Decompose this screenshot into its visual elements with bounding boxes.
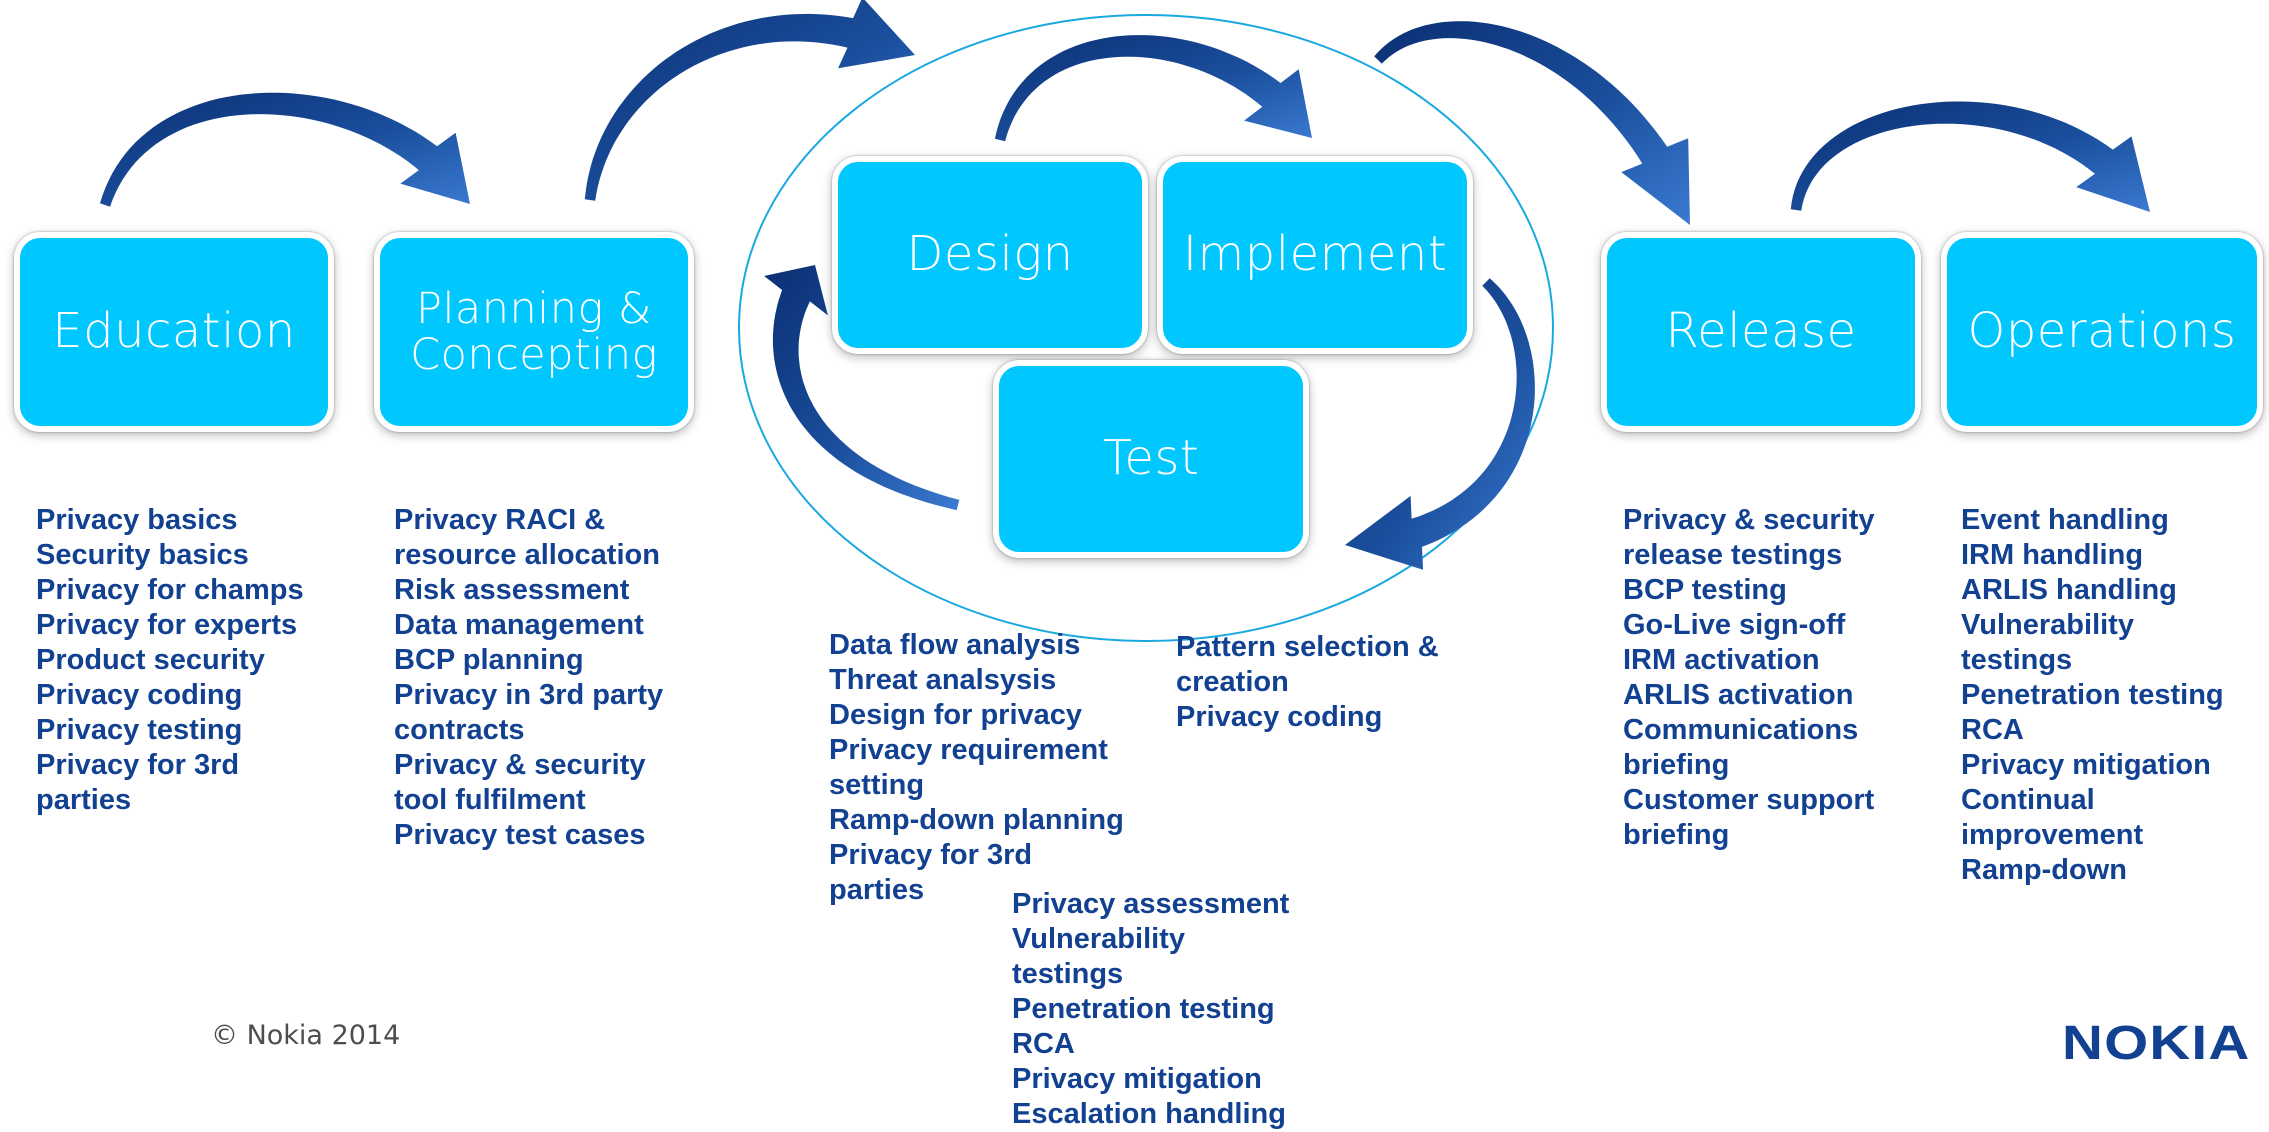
- activity-item: Privacy for 3rd: [36, 749, 240, 781]
- activity-item: IRM activation: [1623, 644, 1820, 676]
- phase-box-planning: Planning & Concepting: [374, 232, 694, 432]
- activity-item: Design for privacy: [829, 699, 1083, 731]
- activity-item: Customer support: [1623, 784, 1875, 816]
- activity-item: Threat analsysis: [829, 664, 1057, 696]
- activity-item: BCP testing: [1623, 574, 1787, 606]
- activity-item: Privacy requirement: [829, 734, 1108, 766]
- activity-item: improvement: [1961, 819, 2144, 851]
- activity-item: Privacy & security: [1623, 504, 1875, 536]
- copyright-text: © Nokia 2014: [211, 1020, 401, 1051]
- phase-box-education: Education: [14, 232, 334, 432]
- activity-item: release testings: [1623, 539, 1843, 571]
- activity-item: setting: [829, 769, 925, 801]
- activity-item: testings: [1012, 958, 1124, 990]
- activity-item: Privacy RACI &: [394, 504, 606, 536]
- arrow-implement-to-test: [1345, 278, 1535, 570]
- activity-item: IRM handling: [1961, 539, 2144, 571]
- phase-label-education: Education: [52, 303, 296, 360]
- activity-item: Escalation handling: [1012, 1098, 1286, 1130]
- activity-item: Penetration testing: [1961, 679, 2224, 711]
- activity-item: Data management: [394, 609, 644, 641]
- activity-item: Vulnerability: [1012, 923, 1185, 955]
- activity-item: RCA: [1012, 1028, 1075, 1060]
- activity-item: contracts: [394, 714, 525, 746]
- activity-item: Privacy test cases: [394, 819, 646, 851]
- activity-item: Continual: [1961, 784, 2095, 816]
- arrow-release-to-operations: [1790, 101, 2150, 212]
- activity-item: Event handling: [1961, 504, 2169, 536]
- activity-item: Product security: [36, 644, 265, 676]
- activity-item: Privacy testing: [36, 714, 243, 746]
- activity-item: BCP planning: [394, 644, 584, 676]
- iteration-cycle-ellipse: [738, 14, 1554, 642]
- arrow-planning-to-design: [584, 0, 915, 201]
- phase-label-planning: Planning & Concepting: [410, 283, 658, 380]
- activity-item: testings: [1961, 644, 2073, 676]
- activity-item: Privacy mitigation: [1961, 749, 2211, 781]
- activity-item: RCA: [1961, 714, 2024, 746]
- phase-box-design: Design: [832, 156, 1148, 354]
- activity-item: Privacy for 3rd: [829, 839, 1033, 871]
- phase-label-release: Release: [1665, 303, 1857, 360]
- activity-item: Privacy assessment: [1012, 888, 1290, 920]
- activity-item: Ramp-down: [1961, 854, 2127, 886]
- arrow-implement-to-release: [1374, 21, 1690, 226]
- activity-item: Risk assessment: [394, 574, 630, 606]
- activity-item: Privacy mitigation: [1012, 1063, 1262, 1095]
- activity-item: Privacy in 3rd party: [394, 679, 664, 711]
- phase-box-test: Test: [993, 360, 1309, 558]
- phase-box-operations: Operations: [1941, 232, 2263, 432]
- activity-item: Privacy & security: [394, 749, 646, 781]
- activity-item: parties: [36, 784, 132, 816]
- activity-item: briefing: [1623, 749, 1730, 781]
- activity-item: creation: [1176, 666, 1289, 698]
- activity-item: Go-Live sign-off: [1623, 609, 1846, 641]
- activity-item: Penetration testing: [1012, 993, 1275, 1025]
- activity-item: Ramp-down planning: [829, 804, 1124, 836]
- activity-item: Vulnerability: [1961, 609, 2134, 641]
- activity-item: Privacy for experts: [36, 609, 298, 641]
- activity-item: Data flow analysis: [829, 629, 1081, 661]
- phase-label-implement: Implement: [1182, 226, 1448, 283]
- activity-item: Privacy coding: [1176, 701, 1383, 733]
- nokia-logo: NOKIA: [2062, 1017, 2251, 1070]
- phase-box-release: Release: [1601, 232, 1921, 432]
- arrow-education-to-planning: [100, 92, 470, 207]
- activity-item: Privacy coding: [36, 679, 243, 711]
- phase-label-operations: Operations: [1967, 303, 2237, 360]
- activity-item: ARLIS handling: [1961, 574, 2177, 606]
- activity-item: Pattern selection &: [1176, 631, 1439, 663]
- activity-item: Privacy basics: [36, 504, 238, 536]
- arrow-test-to-design: [764, 265, 960, 511]
- activity-item: tool fulfilment: [394, 784, 586, 816]
- activity-item: ARLIS activation: [1623, 679, 1854, 711]
- activity-item: Privacy for champs: [36, 574, 304, 606]
- phase-label-test: Test: [1102, 430, 1200, 487]
- activity-item: briefing: [1623, 819, 1730, 851]
- phase-label-design: Design: [906, 226, 1074, 283]
- activity-item: parties: [829, 874, 925, 906]
- activity-item: resource allocation: [394, 539, 660, 571]
- phase-box-implement: Implement: [1157, 156, 1473, 354]
- activity-item: Communications: [1623, 714, 1859, 746]
- arrow-design-to-implement: [994, 35, 1312, 142]
- activity-item: Security basics: [36, 539, 249, 571]
